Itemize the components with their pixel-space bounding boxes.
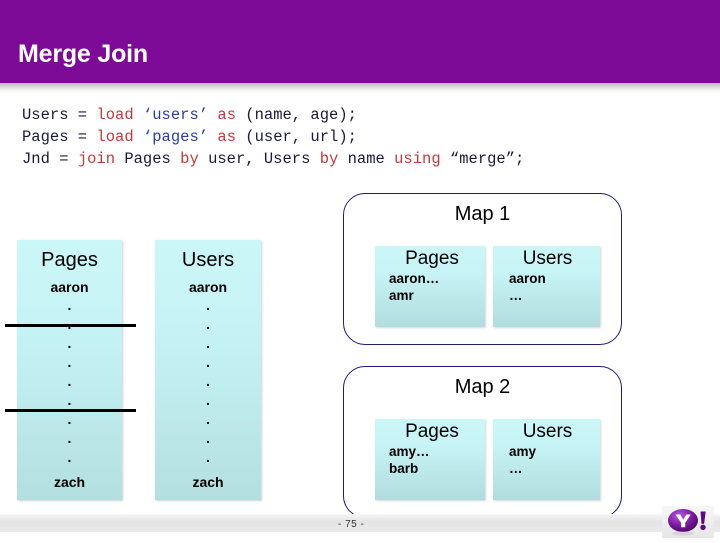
column-dot: . [206,316,210,332]
column-dot: . [67,373,72,389]
code-token-kw: by [180,150,199,168]
column-dot: . [67,449,72,465]
map-1-pages-box: Pages aaron… amr [375,246,485,327]
map-2-group: Map 2 Pages amy… barb Users amy … [343,366,622,518]
code-token-kw: load [96,106,134,124]
slide-header-banner: Merge Join [0,0,720,83]
pages-column-title: Pages [41,249,98,271]
pages-column-dots: ......... [17,296,122,467]
code-token-kw: by [319,150,339,168]
column-dot: . [206,373,210,389]
column-dot: . [206,411,210,427]
code-token-pln [208,128,217,146]
column-dot: . [206,430,210,446]
pages-full-column: Pages aaron ......... zach [17,240,122,500]
pages-split-line-2 [5,409,136,412]
code-token-kw: load [96,128,134,146]
code-token-pln [134,128,143,146]
code-token-pln: Pages = [22,128,97,146]
map-1-pages-title: Pages [405,248,459,269]
footer-strip-bottom [0,532,720,540]
column-dot: . [206,449,210,465]
column-dot: . [67,335,72,351]
map-2-users-row: … [509,461,523,476]
map-2-pages-box: Pages amy… barb [375,419,485,500]
users-column-dots: ......... [155,296,261,467]
map-2-label: Map 2 [454,376,511,398]
map-1-users-title: Users [522,248,573,269]
map-2-users-box: Users amy … [493,419,600,500]
code-token-pln: Jnd = [22,150,78,168]
pages-split-line-1 [5,324,136,327]
yahoo-logo-icon [662,506,714,538]
code-token-pln: (name, age); [236,106,357,124]
map-1-pages-row: amr [389,288,414,303]
column-dot: . [67,430,72,446]
users-column-last-value: zach [192,474,224,490]
code-token-pln: user, Users [198,150,320,168]
column-dot: . [206,335,210,351]
page-title: Merge Join [18,40,148,68]
map-2-pages-title: Pages [405,421,459,442]
code-token-pln: Pages [115,150,181,168]
column-dot: . [67,392,72,408]
code-token-pln: (user, url); [236,128,357,146]
map-2-pages-row: amy… [389,444,430,459]
map-1-pages-row: aaron… [389,271,440,286]
users-column-first-value: aaron [188,279,228,295]
map-2-pages-row: barb [389,461,419,476]
map-1-users-box: Users aaron … [493,246,600,327]
column-dot: . [67,411,72,427]
code-token-kw: as [217,106,236,124]
code-token-str: ‘users’ [142,106,209,124]
column-dot: . [206,392,210,408]
column-dot: . [67,297,72,313]
map-1-group: Map 1 Pages aaron… amr Users aaron … [343,193,622,345]
map-2-users-row: amy [509,444,537,459]
code-line: Pages = load ‘pages’ as (user, url); [22,126,524,148]
code-token-str: ‘pages’ [142,128,209,146]
code-token-kw: using [394,150,441,168]
code-token-pln [208,106,217,124]
column-dot: . [206,297,210,313]
users-full-column: Users aaron ......... zach [155,240,261,500]
column-dot: . [206,354,210,370]
header-shadow-divider [0,83,720,93]
column-dot: . [67,354,72,370]
map-1-label: Map 1 [454,203,511,225]
code-token-pln: name [338,150,395,168]
users-column-title: Users [181,249,235,271]
pages-column-last-value: zach [53,474,86,490]
map-1-users-row: … [509,288,523,303]
pig-latin-code-block: Users = load ‘users’ as (name, age);Page… [22,104,524,170]
code-line: Users = load ‘users’ as (name, age); [22,104,524,126]
code-token-pln: Users = [22,106,97,124]
map-2-users-title: Users [522,421,573,442]
pages-column-first-value: aaron [50,279,89,295]
code-line: Jnd = join Pages by user, Users by name … [22,148,524,170]
code-token-pln [134,106,143,124]
map-1-users-row: aaron [509,271,546,286]
code-token-kw: as [217,128,236,146]
page-number: - 75 - [338,519,365,530]
code-token-pln: “merge”; [440,150,525,168]
code-token-kw: join [77,150,116,168]
